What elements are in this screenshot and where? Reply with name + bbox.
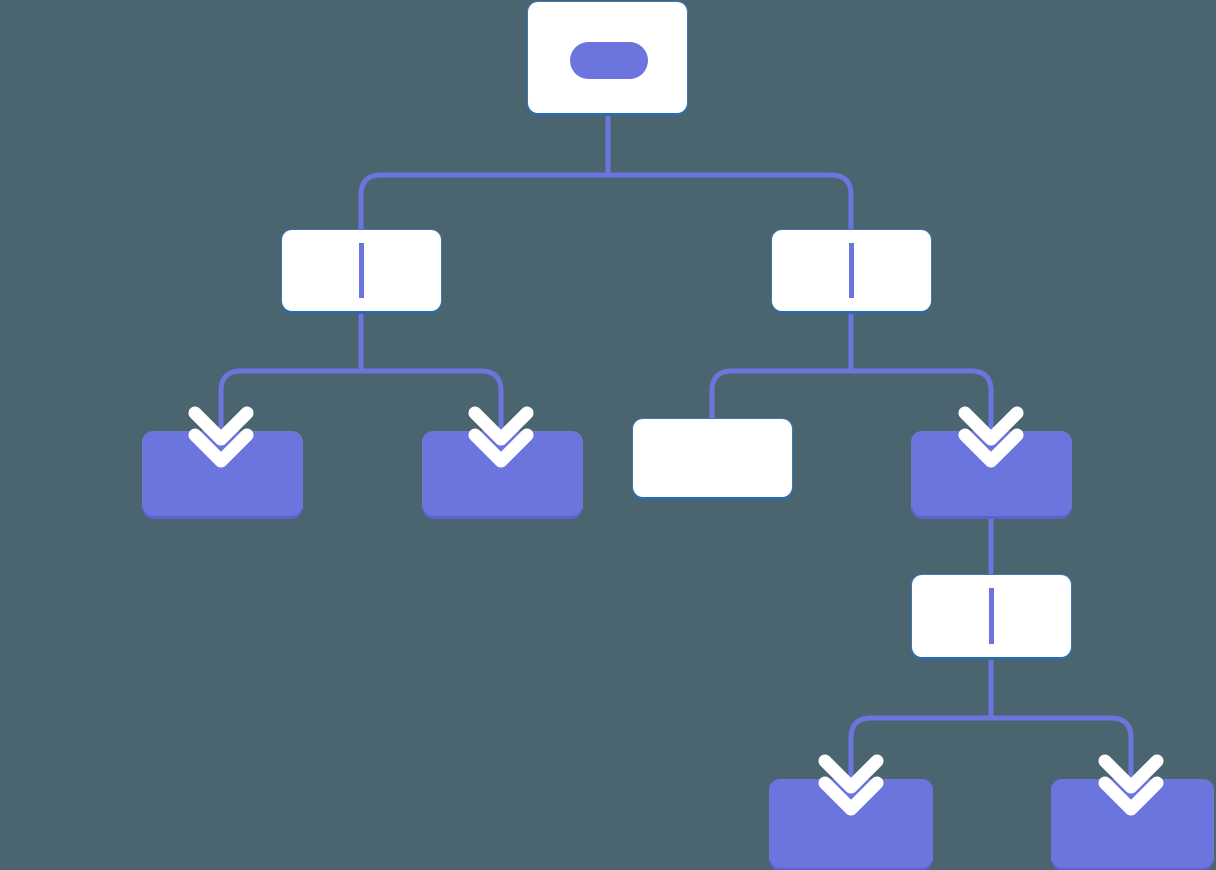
node-n8[interactable] — [770, 780, 932, 868]
edge-n1-to-n4 — [358, 298, 504, 432]
arrowhead-n9 — [1098, 754, 1164, 816]
node-n9[interactable] — [1052, 780, 1213, 868]
edge-n1-to-n3 — [218, 298, 364, 432]
chevron-down-icon — [958, 428, 1024, 468]
arrowhead-n8 — [818, 754, 884, 816]
chevron-down-icon — [188, 406, 254, 446]
node-n4[interactable] — [423, 432, 582, 516]
node-n7-passthrough-line — [989, 588, 994, 644]
node-n3[interactable] — [143, 432, 302, 516]
chevron-down-icon — [818, 754, 884, 794]
chevron-down-icon — [468, 406, 534, 446]
chevron-down-icon — [818, 776, 884, 816]
node-n6[interactable] — [912, 432, 1071, 516]
node-n1-passthrough-line — [359, 243, 364, 298]
edge-n0-to-n2 — [605, 78, 854, 243]
chevron-down-icon — [188, 428, 254, 468]
arrowhead-n3 — [188, 406, 254, 468]
edge-n2-to-n6 — [848, 298, 994, 432]
arrowhead-n4 — [468, 406, 534, 468]
node-n5[interactable] — [633, 419, 792, 497]
chevron-down-icon — [958, 406, 1024, 446]
arrowhead-n6 — [958, 406, 1024, 468]
node-n0-pill-badge — [570, 42, 648, 79]
chevron-down-icon — [1098, 754, 1164, 794]
edge-n2-to-n5 — [709, 298, 854, 419]
chevron-down-icon — [468, 428, 534, 468]
edge-n7-to-n9 — [988, 644, 1134, 780]
edge-n7-to-n8 — [848, 644, 994, 780]
edge-n0-to-n1 — [358, 78, 611, 243]
chevron-down-icon — [1098, 776, 1164, 816]
node-n2-passthrough-line — [849, 243, 854, 298]
